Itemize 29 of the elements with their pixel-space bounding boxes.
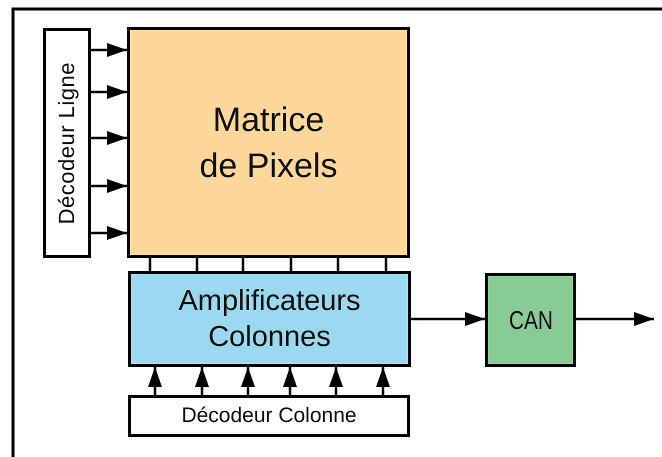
converter-box bbox=[485, 273, 576, 367]
connector-line bbox=[242, 258, 244, 271]
arrow bbox=[241, 367, 255, 395]
decoder-box bbox=[128, 395, 410, 437]
connector-line bbox=[148, 258, 152, 271]
arrow bbox=[195, 367, 209, 395]
arrow bbox=[148, 367, 162, 395]
connector-line bbox=[290, 258, 292, 271]
arrow bbox=[91, 179, 127, 193]
box-label: Amplificateurs Colonnes bbox=[177, 284, 362, 355]
box-label: Matrice de Pixels bbox=[198, 100, 338, 186]
box-label: CAN bbox=[508, 305, 554, 335]
amplifier-box bbox=[128, 271, 411, 367]
connector-line bbox=[336, 258, 340, 271]
arrow bbox=[91, 43, 127, 57]
arrow bbox=[576, 312, 654, 326]
arrow bbox=[91, 131, 127, 145]
arrow bbox=[329, 367, 343, 395]
arrow bbox=[283, 367, 297, 395]
decoder-box bbox=[43, 28, 91, 258]
box-label: Décodeur Colonne bbox=[180, 404, 358, 428]
arrow bbox=[91, 226, 127, 240]
matrix-box bbox=[127, 27, 410, 258]
connector-line bbox=[384, 258, 388, 271]
box-label: Décodeur Ligne bbox=[54, 62, 80, 224]
arrow bbox=[411, 312, 485, 326]
connector-line bbox=[196, 258, 198, 271]
arrow bbox=[91, 85, 127, 99]
arrow bbox=[376, 367, 390, 395]
